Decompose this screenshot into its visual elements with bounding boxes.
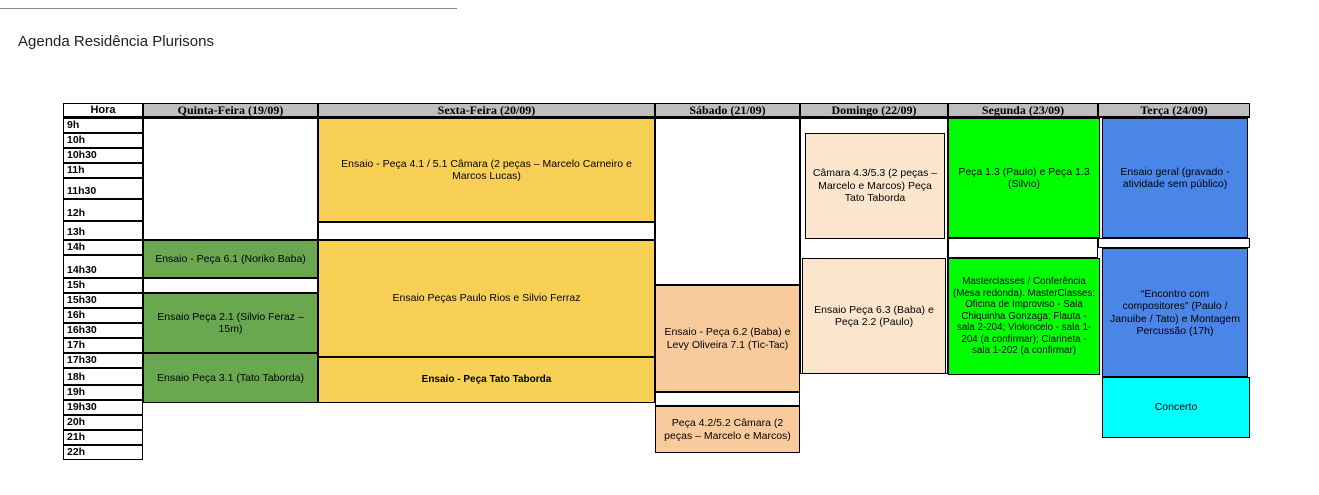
event-segunda-masterclasses: Masterclasses / Conferência (Mesa redond… <box>948 258 1100 375</box>
time-cell: 17h <box>63 338 143 353</box>
empty-cell-sabado-morning <box>655 118 800 285</box>
time-cell: 10h30 <box>63 148 143 163</box>
empty-cell-sabado-19h <box>655 392 800 406</box>
day-header-terca: Terça (24/09) <box>1098 103 1250 118</box>
event-segunda-peca-1-3: Peça 1.3 (Paulo) e Peça 1.3 (Silvio) <box>948 118 1100 238</box>
event-quinta-peca-2-1: Ensaio Peça 2.1 (Silvio Feraz –15m) <box>143 293 318 353</box>
empty-cell-quinta-morning <box>143 118 318 240</box>
event-sexta-tato-taborda: Ensaio - Peça Tato Taborda <box>318 357 655 403</box>
day-header-domingo: Domingo (22/09) <box>800 103 948 118</box>
event-sexta-paulo-rios-silvio-ferraz: Ensaio Peças Paulo Rios e Silvio Ferraz <box>318 240 655 357</box>
time-cell: 12h <box>63 199 143 221</box>
time-cell: 14h30 <box>63 255 143 278</box>
empty-cell-sexta-13h <box>318 222 655 240</box>
day-header-sabado: Sábado (21/09) <box>655 103 800 118</box>
time-cell: 18h <box>63 368 143 385</box>
time-cell: 16h <box>63 308 143 323</box>
event-quinta-peca-6-1: Ensaio - Peça 6.1 (Noriko Baba) <box>143 240 318 278</box>
day-header-quinta: Quinta-Feira (19/09) <box>143 103 318 118</box>
time-cell: 16h30 <box>63 323 143 338</box>
time-cell: 20h <box>63 415 143 430</box>
time-cell: 19h30 <box>63 400 143 415</box>
time-cell: 15h <box>63 278 143 293</box>
time-cell: 14h <box>63 240 143 255</box>
time-cell: 9h <box>63 118 143 133</box>
event-domingo-peca-6-3-2-2: Ensaio Peça 6.3 (Baba) e Peça 2.2 (Paulo… <box>802 258 946 374</box>
page-top-rule <box>0 8 457 9</box>
time-cell: 17h30 <box>63 353 143 368</box>
day-header-sexta: Sexta-Feira (20/09) <box>318 103 655 118</box>
empty-cell-terca-gap <box>1098 238 1250 248</box>
event-terca-encontro-compositores: “Encontro com compositores” (Paulo / Jan… <box>1102 248 1248 377</box>
time-cell: 21h <box>63 430 143 445</box>
time-cell: 11h30 <box>63 178 143 199</box>
time-cell: 11h <box>63 163 143 178</box>
time-cell: 13h <box>63 221 143 240</box>
time-cell: 15h30 <box>63 293 143 308</box>
event-terca-ensaio-geral: Ensaio geral (gravado - atividade sem pú… <box>1102 118 1248 238</box>
time-cell: 10h <box>63 133 143 148</box>
page-title: Agenda Residência Plurisons <box>18 33 214 50</box>
hora-header: Hora <box>63 103 143 118</box>
empty-cell-quinta-15h <box>143 278 318 293</box>
time-cell: 22h <box>63 445 143 460</box>
event-sexta-camara-4-1-5-1: Ensaio - Peça 4.1 / 5.1 Câmara (2 peças … <box>318 118 655 222</box>
time-cell: 19h <box>63 385 143 400</box>
empty-cell-segunda-14h <box>948 238 1098 258</box>
event-sabado-peca-6-2-levy: Ensaio - Peça 6.2 (Baba) e Levy Oliveira… <box>655 285 800 392</box>
day-header-segunda: Segunda (23/09) <box>948 103 1098 118</box>
event-quinta-peca-3-1: Ensaio Peça 3.1 (Tato Taborda) <box>143 353 318 403</box>
event-terca-concerto: Concerto <box>1102 377 1250 438</box>
event-domingo-camara-4-3-5-3: Câmara 4.3/5.3 (2 peças – Marcelo e Marc… <box>805 133 945 239</box>
event-sabado-camara-4-2-5-2: Peça 4.2/5.2 Câmara (2 peças – Marcelo e… <box>655 406 800 453</box>
